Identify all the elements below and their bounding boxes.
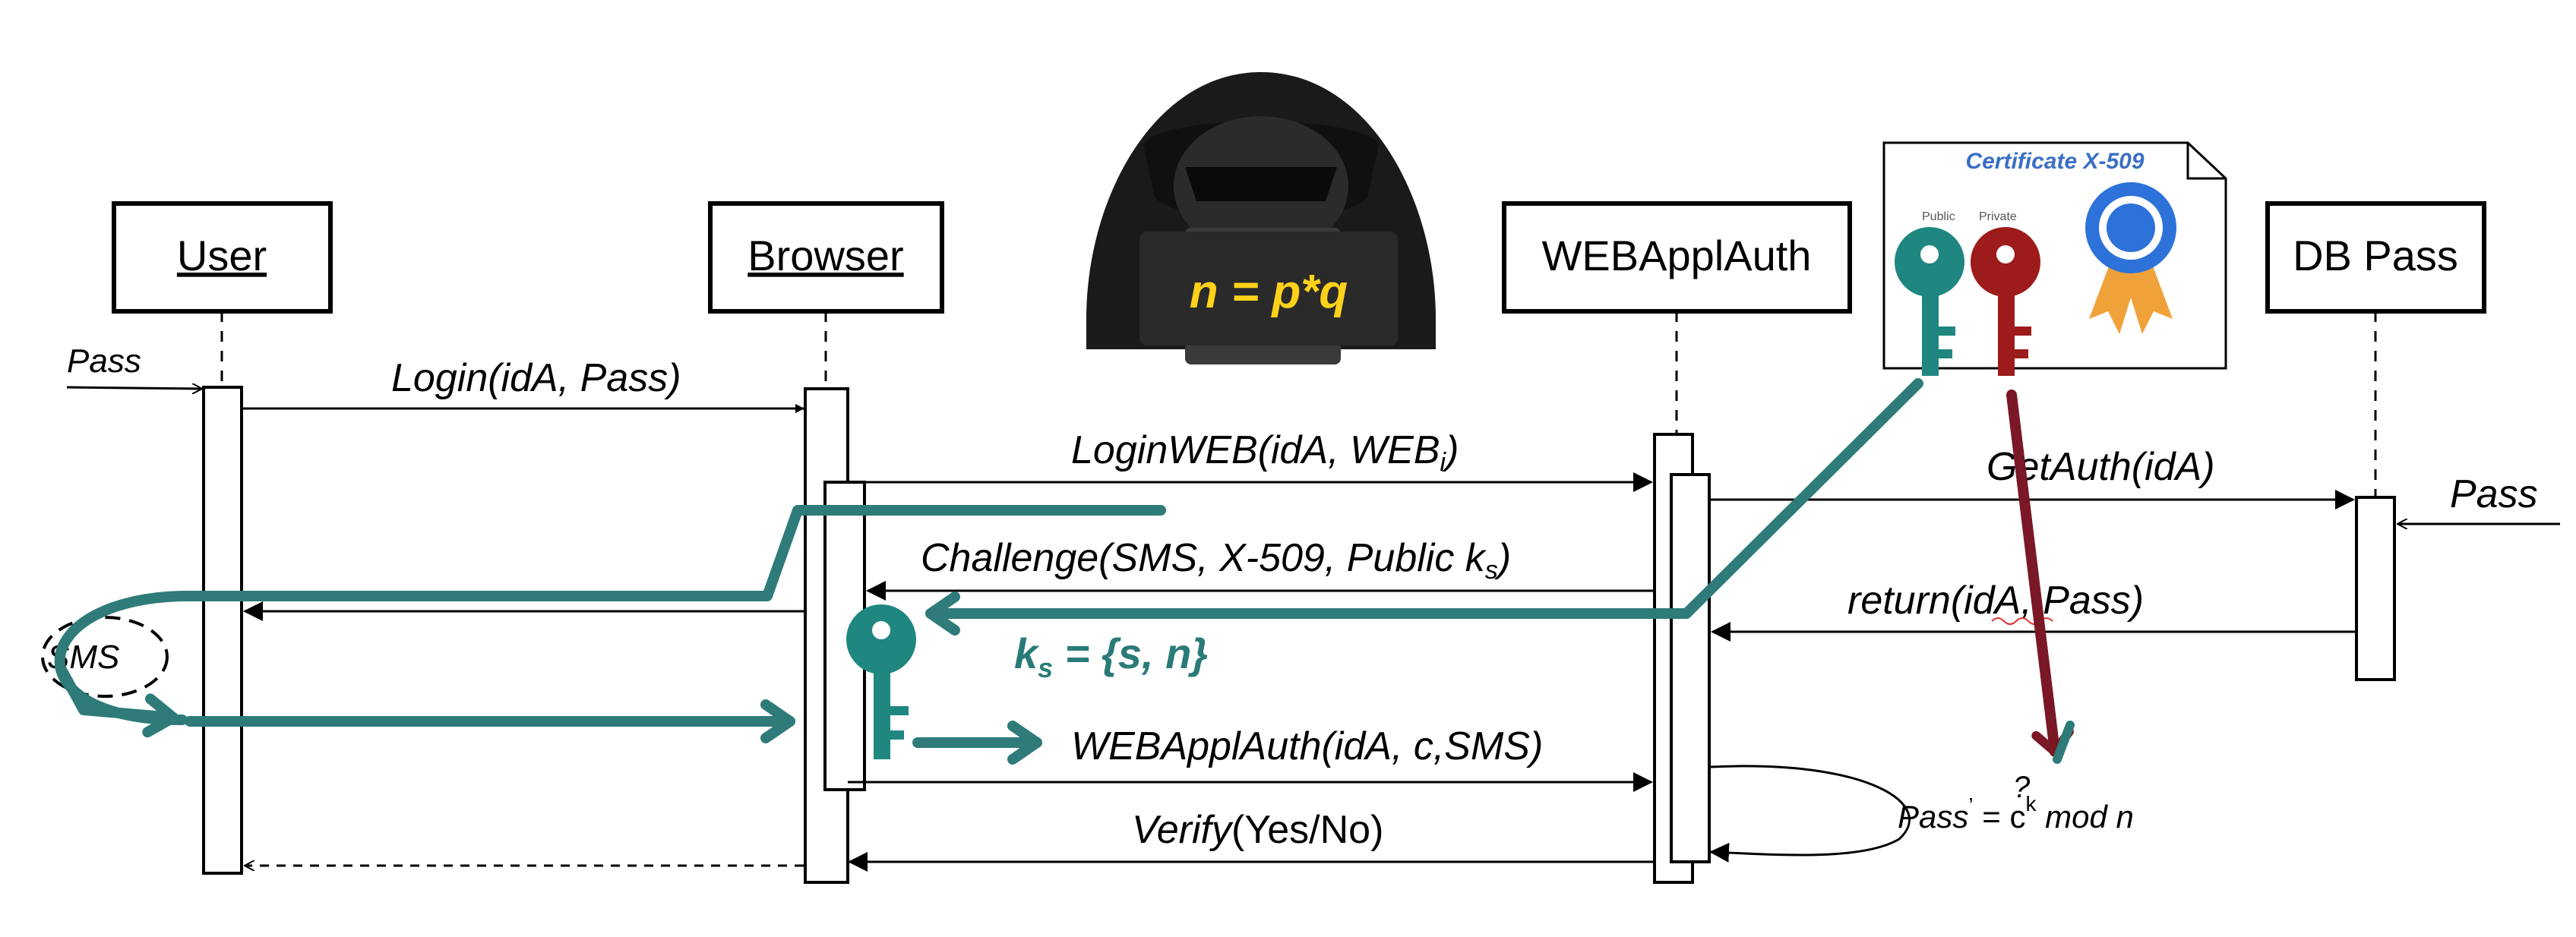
lifelines (220, 311, 2377, 497)
private-key-label: Private (1979, 210, 2017, 223)
msg-return: return(idA, Pass) (1711, 579, 2355, 642)
msg-webapplauth-label: WEBApplAuth(idA, c,SMS) (1071, 724, 1543, 768)
self-check-loop: ? Pass’ = ck mod n (1709, 765, 2134, 863)
participant-db: DB Pass (2265, 201, 2486, 314)
msg-loginweb-label: LoginWEB(idA, WEBi) (1071, 428, 1459, 477)
participant-web-label: WEBApplAuth (1542, 232, 1812, 279)
msg-verify-label: Verify(Yes/No) (1132, 808, 1383, 852)
participant-browser-label: Browser (748, 232, 903, 279)
certificate-title: Certificate X-509 (1965, 149, 2144, 174)
activation-user (202, 386, 243, 875)
hacker-formula: n = p*q (1190, 266, 1348, 318)
msg-loginweb: LoginWEB(idA, WEBi) (864, 428, 1653, 492)
msg-verify: Verify(Yes/No) (848, 808, 1653, 872)
session-key-icon (846, 604, 916, 759)
participant-browser: Browser (708, 201, 944, 314)
participant-user-label: User (177, 232, 267, 279)
msg-pass-in-user: Pass (66, 342, 202, 389)
private-key-icon (1971, 227, 2040, 376)
activation-db (2355, 496, 2396, 681)
self-check-question: ? (2013, 771, 2031, 804)
maroon-private-key-path (2006, 390, 2074, 757)
msg-login-label: Login(idA, Pass) (391, 356, 681, 400)
msg-login: Login(idA, Pass) (242, 356, 804, 413)
msg-pass-in-db: Pass (2397, 472, 2560, 524)
teal-flow (54, 378, 1923, 765)
teal-tick (2053, 721, 2075, 764)
seal-icon (2085, 182, 2176, 334)
hacker-icon: n = p*q (1086, 72, 1436, 364)
participant-db-label: DB Pass (2293, 232, 2458, 279)
msg-pass-in-db-label: Pass (2450, 472, 2538, 516)
self-check-formula: Pass’ = ck mod n (1898, 792, 2134, 834)
key-equation: ks = {s, n} (1014, 629, 1208, 683)
msg-return-label: return(idA, Pass) (1847, 579, 2144, 623)
certificate-icon: Certificate X-509 Public Private (1882, 141, 2227, 376)
public-key-label: Public (1922, 210, 1955, 223)
teal-public-key-path (925, 378, 1923, 636)
activation-web-inner (1670, 473, 1711, 863)
msg-webapplauth: WEBApplAuth(idA, c,SMS) (848, 724, 1653, 792)
public-key-icon (1895, 227, 1964, 376)
teal-sms-head (55, 663, 179, 738)
msg-challenge-label: Challenge(SMS, X-509, Public ks) (921, 536, 1511, 585)
msg-challenge: Challenge(SMS, X-509, Public ks) (866, 536, 1653, 601)
participant-web: WEBApplAuth (1502, 201, 1852, 314)
msg-pass-in-user-label: Pass (67, 342, 141, 380)
participant-user: User (112, 201, 333, 314)
